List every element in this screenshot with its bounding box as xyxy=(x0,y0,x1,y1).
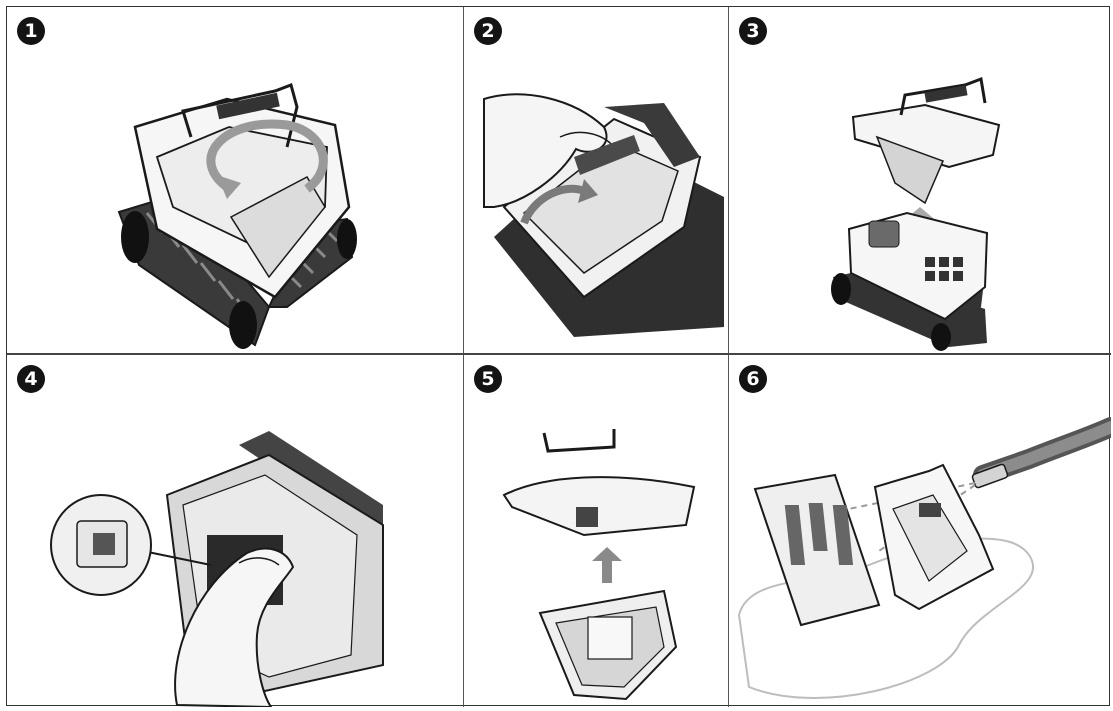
step-panel-4: 4 xyxy=(7,355,463,707)
divider-vertical-2 xyxy=(728,7,729,707)
step-number-5: 5 xyxy=(474,365,502,393)
step-number-4: 4 xyxy=(17,365,45,393)
step-number-1: 1 xyxy=(17,17,45,45)
step-number-2: 2 xyxy=(474,17,502,45)
hand-unlock-lid-illustration xyxy=(483,93,724,337)
divider-horizontal xyxy=(7,353,1111,355)
step-panel-1: 1 xyxy=(7,7,463,353)
step-panel-5: 5 xyxy=(464,355,728,707)
step-panel-2: 2 xyxy=(464,7,728,353)
instruction-grid: 1 xyxy=(6,6,1111,707)
step-panel-6: 6 xyxy=(729,355,1111,707)
robot-handle-lift-illustration xyxy=(117,83,357,349)
divider-vertical-1 xyxy=(463,7,464,707)
hose-rinse-filter-illustration xyxy=(737,417,1111,699)
separate-filter-basket-illustration xyxy=(502,429,696,701)
step-number-6: 6 xyxy=(739,365,767,393)
step-panel-3: 3 xyxy=(729,7,1111,353)
press-release-tab-illustration xyxy=(50,431,384,707)
remove-filter-assembly-illustration xyxy=(831,76,1001,351)
step-number-3: 3 xyxy=(739,17,767,45)
